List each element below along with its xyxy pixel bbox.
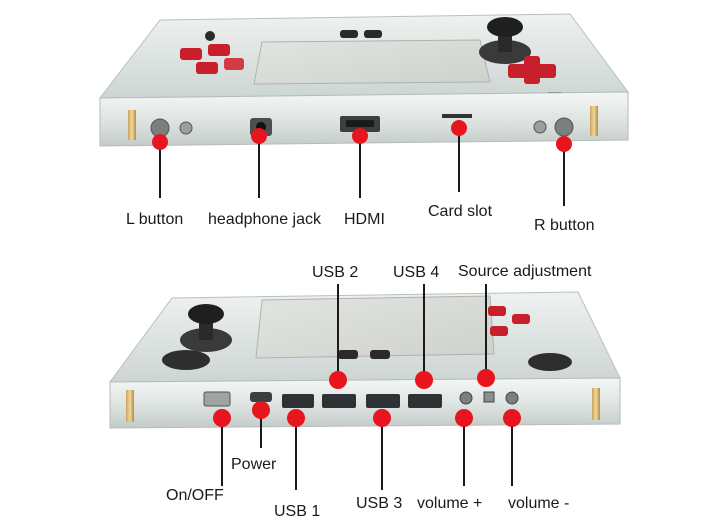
bottom-callouts	[213, 284, 521, 490]
headphone-jack-callout	[251, 128, 267, 198]
hdmi-label: HDMI	[344, 211, 385, 228]
usb3-port	[366, 394, 400, 408]
card-slot-callout	[451, 120, 467, 192]
r-button-port	[554, 117, 574, 137]
power-label: Power	[231, 456, 277, 473]
joystick	[162, 304, 232, 370]
usb1-port	[282, 394, 314, 408]
volume-minus-label: volume -	[508, 495, 569, 512]
usb1-label: USB 1	[274, 503, 320, 520]
right-action-buttons	[488, 306, 572, 371]
start-button	[364, 30, 382, 38]
top-device	[98, 13, 629, 147]
r-button-callout	[556, 136, 572, 206]
hdmi-callout	[352, 128, 368, 198]
usb2-label: USB 2	[312, 264, 358, 281]
joystick	[479, 17, 531, 64]
l-button-callout	[152, 134, 168, 198]
d-pad	[508, 56, 556, 84]
on-off-callout	[213, 409, 231, 486]
volume-minus-callout	[503, 409, 521, 486]
headphone-jack-label: headphone jack	[208, 211, 322, 228]
card-slot-label: Card slot	[428, 203, 493, 220]
volume-plus-callout	[455, 409, 473, 486]
bottom-device	[109, 291, 621, 429]
usb4-label: USB 4	[393, 264, 439, 281]
usb1-callout	[287, 409, 305, 490]
source-adjustment-label: Source adjustment	[458, 263, 592, 280]
usb3-label: USB 3	[356, 495, 402, 512]
source-adjustment-callout	[477, 284, 495, 387]
screen	[253, 39, 491, 85]
usb4-callout	[415, 284, 433, 389]
on-off-switch	[203, 391, 231, 407]
power-callout	[252, 401, 270, 448]
source-adjustment-switch	[483, 391, 495, 403]
usb2-port	[322, 394, 356, 408]
volume-minus-button	[505, 391, 519, 405]
volume-plus-button	[459, 391, 473, 405]
on-off-label: On/OFF	[166, 487, 224, 504]
screen	[255, 295, 495, 359]
left-action-buttons	[180, 31, 244, 74]
top-callouts	[152, 120, 572, 206]
volume-plus-label: volume +	[417, 495, 482, 512]
card-slot-port	[442, 114, 472, 118]
usb4-port	[408, 394, 442, 408]
l-button-label: L button	[126, 211, 183, 228]
select-button	[340, 30, 358, 38]
power-port	[250, 392, 272, 402]
r-button-label: R button	[534, 217, 594, 234]
usb2-callout	[329, 284, 347, 389]
usb3-callout	[373, 409, 391, 490]
